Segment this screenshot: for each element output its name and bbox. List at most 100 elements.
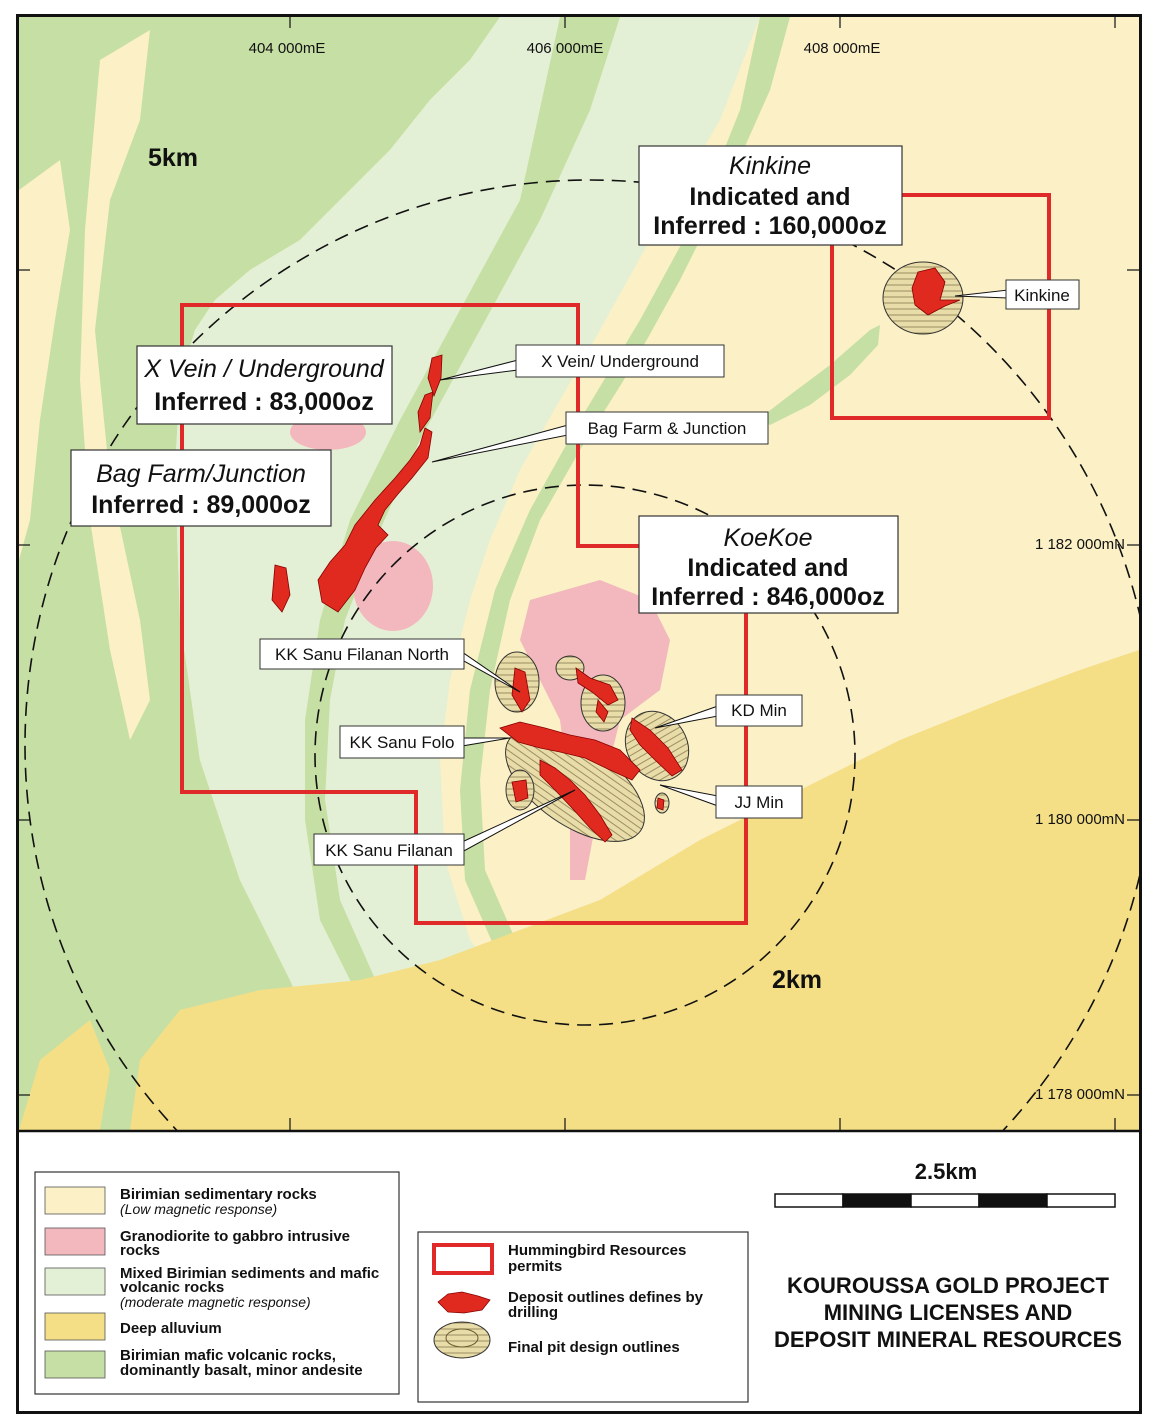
- deposit-outline: [629, 717, 683, 777]
- alluvium-left: [19, 1020, 110, 1130]
- legend-label: Birimian mafic volcanic rocks,: [120, 1347, 336, 1364]
- resource-callout-bagfarm: Bag Farm/Junction Inferred : 89,000oz: [70, 449, 332, 527]
- ring-label-5km: 5km: [148, 144, 198, 172]
- deposit-outline: [427, 354, 443, 398]
- scale-segment: [910, 1193, 980, 1208]
- hummingbird-permit-outline: [830, 193, 1051, 420]
- deposit-outline: [499, 721, 641, 781]
- deep-alluvium-area: [130, 650, 1139, 1130]
- grid-ticks: [19, 17, 1139, 1130]
- svg-text:Indicated and: Indicated and: [687, 554, 848, 582]
- deposit-label: Bag Farm & Junction: [565, 411, 769, 445]
- deposit-outline: [539, 759, 613, 843]
- deposit-label: X Vein/ Underground: [515, 344, 725, 378]
- scale-bar: 2.5km: [774, 1159, 1116, 1208]
- deposit-symbol: [437, 1291, 491, 1314]
- svg-text:Indicated and: Indicated and: [689, 183, 850, 211]
- easting-label: 406 000mE: [527, 40, 604, 57]
- svg-text:Kinkine: Kinkine: [1014, 286, 1070, 305]
- deposit-label: KK Sanu Folo: [339, 725, 465, 759]
- svg-text:Inferred : 83,000oz: Inferred : 83,000oz: [154, 388, 374, 416]
- legend-label: dominantly basalt, minor andesite: [120, 1362, 363, 1379]
- legend-swatch: [44, 1227, 106, 1256]
- svg-text:KK Sanu Filanan North: KK Sanu Filanan North: [275, 645, 449, 664]
- svg-text:Inferred : 89,000oz: Inferred : 89,000oz: [91, 491, 311, 519]
- deposit-outlines: [271, 267, 961, 843]
- mafic-volcanic-area: [19, 17, 500, 1130]
- resource-callout-koekoe: KoeKoe Indicated and Inferred : 846,000o…: [638, 515, 899, 614]
- granodiorite-intrusion: [520, 580, 670, 880]
- svg-text:KD Min: KD Min: [731, 701, 787, 720]
- deposit-outline: [511, 779, 529, 803]
- scale-segment: [1046, 1193, 1116, 1208]
- legend-label: Granodiorite to gabbro intrusive: [120, 1228, 350, 1245]
- svg-text:Bag Farm/Junction: Bag Farm/Junction: [96, 460, 306, 488]
- svg-text:KoeKoe: KoeKoe: [724, 524, 813, 552]
- easting-label: 404 000mE: [249, 40, 326, 57]
- legend-label: permits: [508, 1258, 562, 1275]
- svg-text:X Vein / Underground: X Vein / Underground: [143, 355, 385, 383]
- legend-label: Final pit design outlines: [508, 1339, 680, 1356]
- legend-label: Mixed Birimian sediments and mafic: [120, 1265, 379, 1282]
- scale-segment: [774, 1193, 844, 1208]
- pit-symbol: [433, 1321, 491, 1359]
- resource-callout-xvein: X Vein / Underground Inferred : 83,000oz: [136, 345, 393, 425]
- map-title: KOUROUSSA GOLD PROJECT MINING LICENSES A…: [774, 1273, 1122, 1352]
- svg-text:KK Sanu Folo: KK Sanu Folo: [350, 733, 455, 752]
- mafic-right-band: [460, 17, 790, 1010]
- deposit-outline: [417, 391, 434, 434]
- svg-text:Bag Farm & Junction: Bag Farm & Junction: [588, 419, 747, 438]
- sedimentary-strip: [80, 30, 150, 740]
- legend-swatch: [44, 1350, 106, 1379]
- northing-label: 1 178 000mN: [1035, 1086, 1125, 1103]
- scale-label: 2.5km: [915, 1159, 977, 1184]
- deposit-outline: [656, 797, 665, 811]
- svg-text:Kinkine: Kinkine: [729, 152, 811, 180]
- title-line-1: KOUROUSSA GOLD PROJECT: [787, 1273, 1109, 1298]
- deposit-label: KD Min: [715, 694, 803, 727]
- easting-label: 408 000mE: [804, 40, 881, 57]
- legend-swatch: [44, 1312, 106, 1341]
- legend-label: Deposit outlines defines by: [508, 1289, 704, 1306]
- deposit-outline: [911, 267, 961, 316]
- legend-label: drilling: [508, 1304, 558, 1321]
- ring-label-2km: 2km: [772, 966, 822, 994]
- legend-label: rocks: [120, 1242, 160, 1259]
- svg-text:JJ Min: JJ Min: [734, 793, 783, 812]
- northing-label: 1 180 000mN: [1035, 811, 1125, 828]
- svg-text:KK Sanu Filanan: KK Sanu Filanan: [325, 841, 453, 860]
- svg-text:Inferred : 160,000oz: Inferred : 160,000oz: [653, 212, 886, 240]
- scale-segments: [774, 1193, 1116, 1208]
- permit-symbol: [432, 1243, 494, 1275]
- resource-callout-kinkine: Kinkine Indicated and Inferred : 160,000…: [638, 145, 903, 246]
- legend-label: volcanic rocks: [120, 1279, 224, 1296]
- deposit-outline: [595, 699, 609, 723]
- svg-text:X Vein/ Underground: X Vein/ Underground: [541, 352, 699, 371]
- deposit-outline: [575, 667, 619, 706]
- northing-label: 1 182 000mN: [1035, 536, 1125, 553]
- deposit-label: KK Sanu Filanan North: [259, 638, 465, 670]
- deposit-label: Kinkine: [1005, 279, 1080, 310]
- geology-legend: Birimian sedimentary rocks (Low magnetic…: [34, 1171, 400, 1395]
- deposit-label: KK Sanu Filanan: [313, 833, 465, 866]
- hummingbird-permit-outline: [180, 303, 748, 925]
- legend-swatch: [44, 1186, 106, 1215]
- title-line-2: MINING LICENSES AND: [824, 1300, 1073, 1325]
- scale-segment: [978, 1193, 1048, 1208]
- leader-lines: [431, 289, 1009, 853]
- deposit-label: JJ Min: [715, 785, 803, 819]
- granodiorite-intrusion: [353, 541, 433, 631]
- sedimentary-wedge: [19, 160, 70, 560]
- mafic-lens: [760, 325, 880, 425]
- deposit-outline: [271, 564, 291, 613]
- title-line-3: DEPOSIT MINERAL RESOURCES: [774, 1327, 1122, 1352]
- legend-sublabel: (Low magnetic response): [120, 1201, 277, 1217]
- scale-segment: [842, 1193, 912, 1208]
- deposit-outline: [317, 427, 433, 613]
- legend-swatch: [44, 1267, 106, 1296]
- map-area: 404 000mE 406 000mE 408 000mE 1 182 000m…: [19, 17, 1139, 1130]
- distance-ring-2km: [314, 484, 856, 1026]
- symbol-legend: Hummingbird Resources permits Deposit ou…: [417, 1231, 749, 1403]
- legend-label: Hummingbird Resources: [508, 1242, 686, 1259]
